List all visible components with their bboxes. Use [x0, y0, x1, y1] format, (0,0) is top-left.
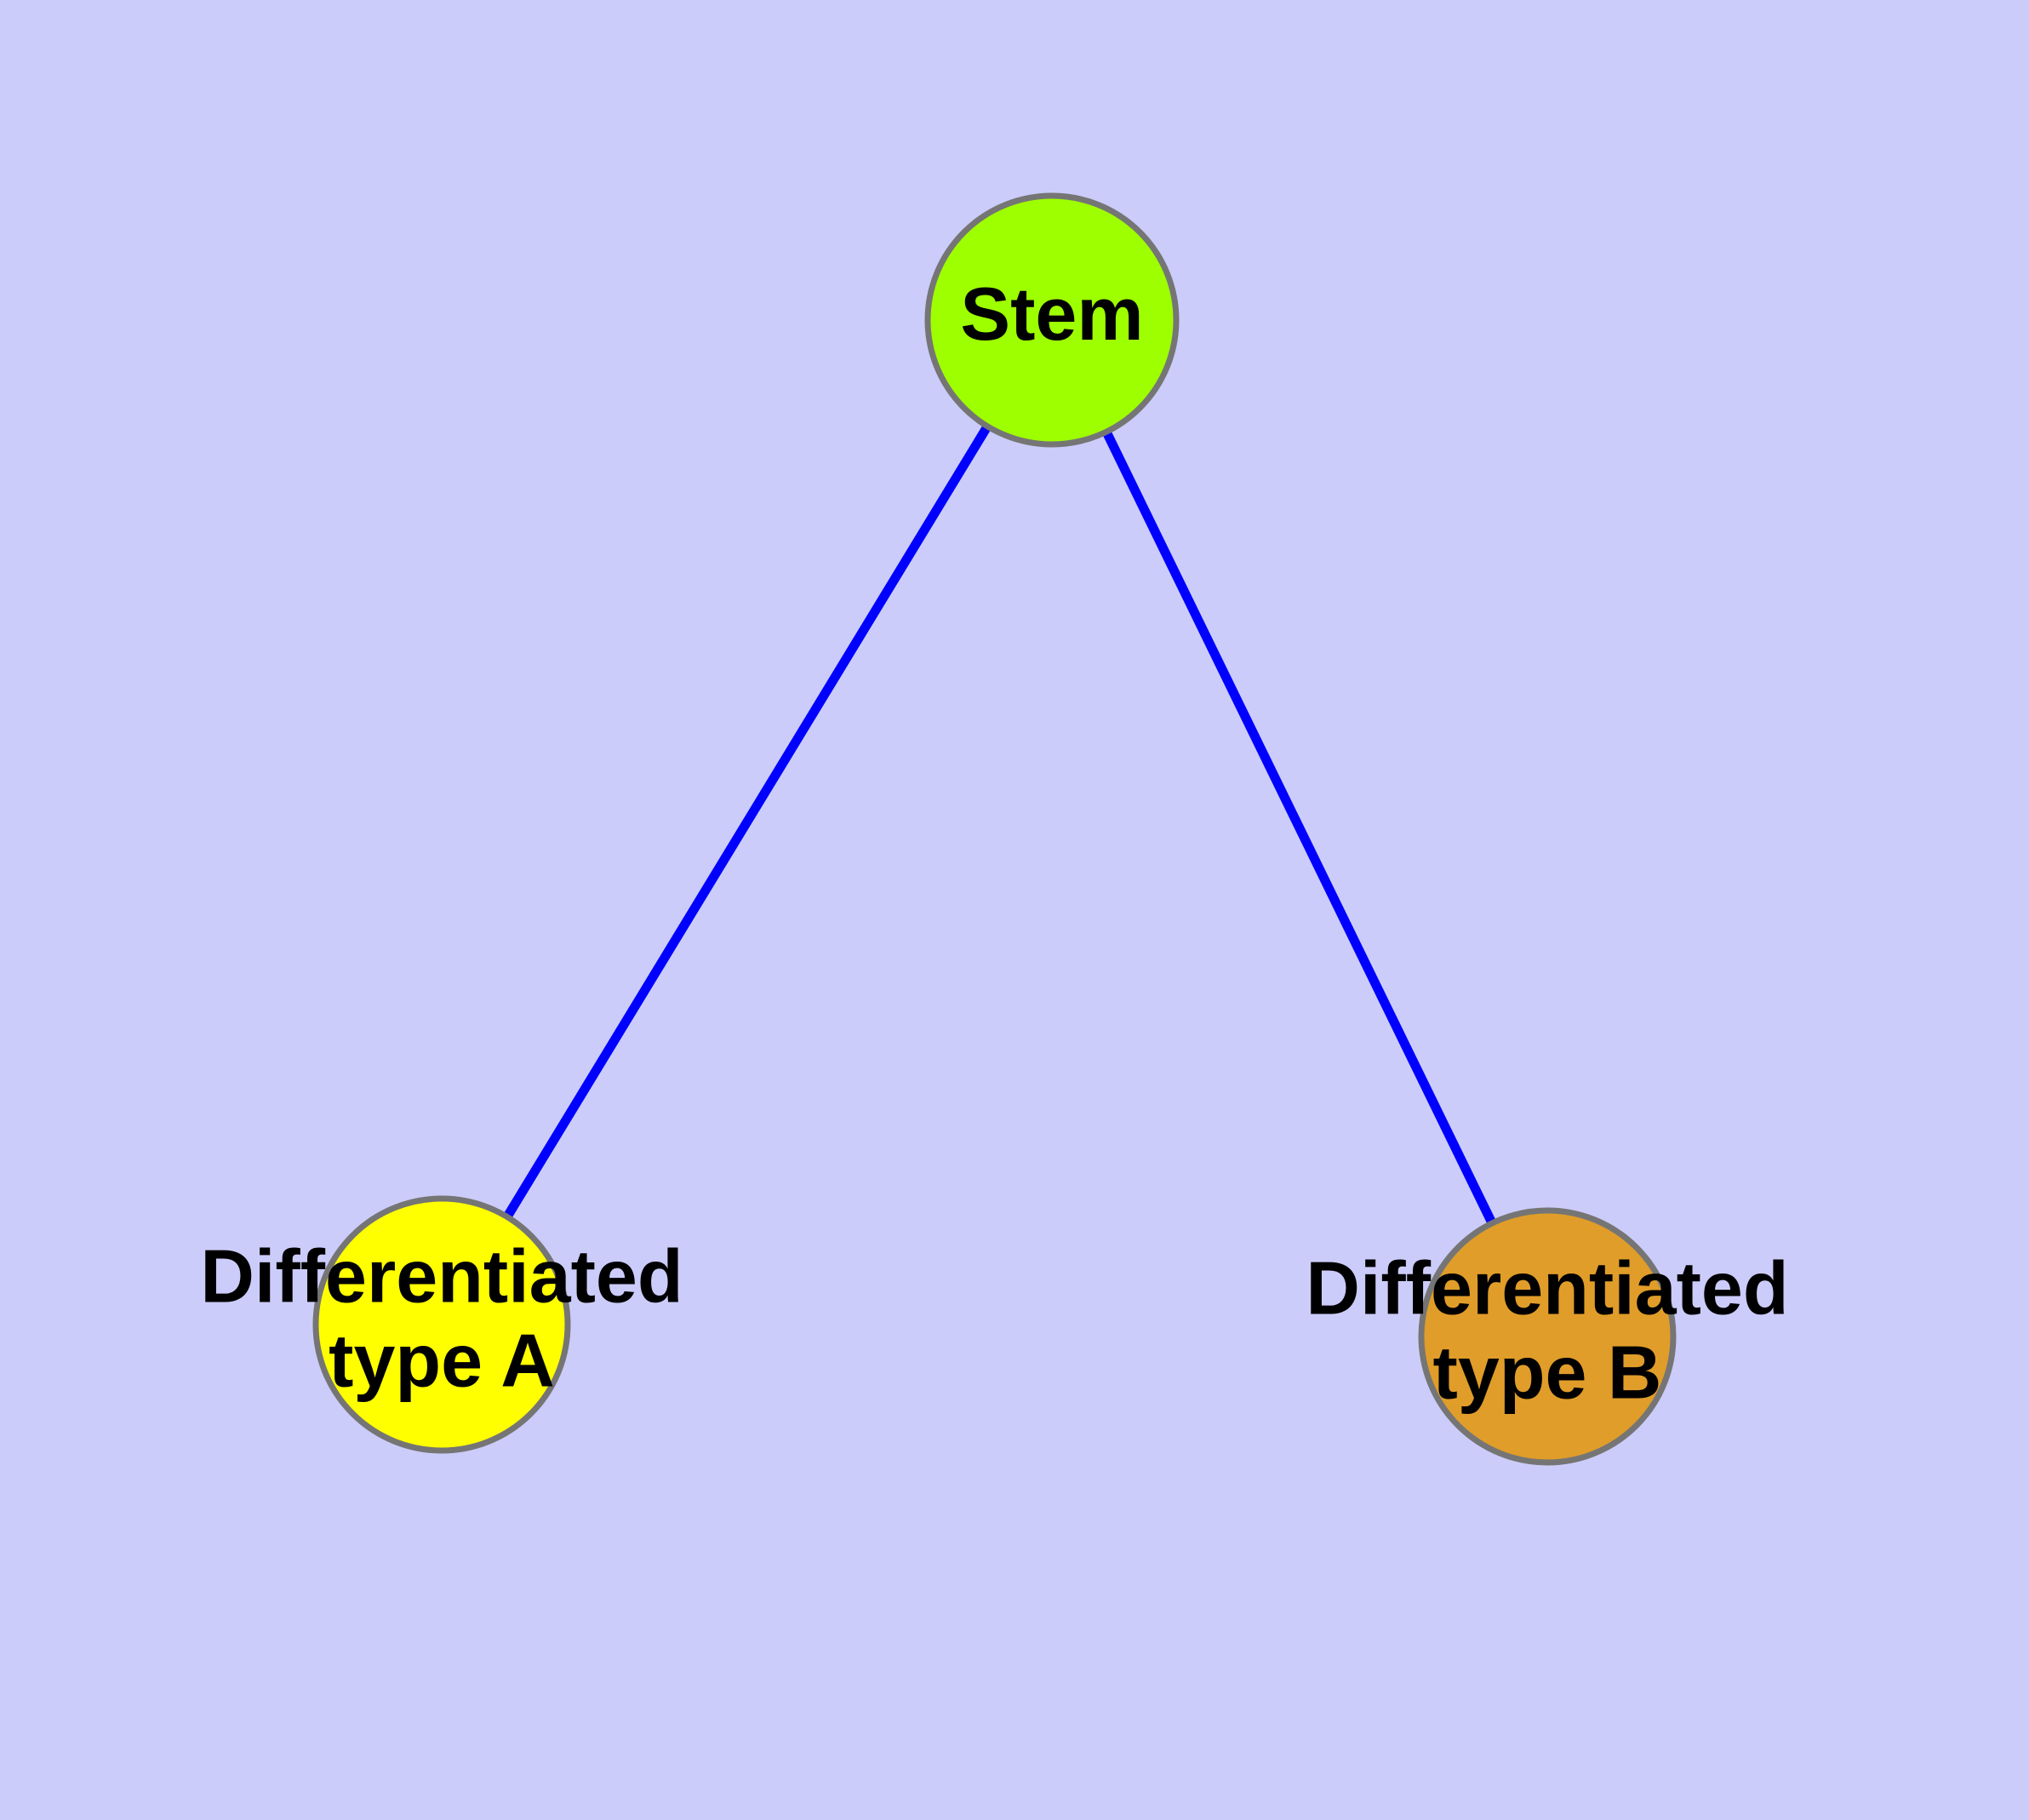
- node-label-line: Stem: [960, 272, 1143, 356]
- node-label-line: Differentiated: [200, 1234, 683, 1319]
- node-label-line: type A: [329, 1319, 555, 1403]
- node-circle-stem[interactable]: [924, 192, 1180, 448]
- graph-node-stem[interactable]: Stem: [924, 192, 1180, 448]
- node-label-line: Differentiated: [1306, 1246, 1788, 1331]
- edge-layer: [503, 423, 1497, 1226]
- node-circle-diff_b[interactable]: [1418, 1207, 1677, 1466]
- node-label-stem: Stem: [960, 272, 1143, 356]
- graph-edge-stem-diff_b: [1102, 429, 1497, 1226]
- node-circle-diff_a[interactable]: [312, 1195, 571, 1454]
- node-label-line: type B: [1433, 1331, 1662, 1415]
- graph-edge-stem-diff_a: [503, 423, 992, 1220]
